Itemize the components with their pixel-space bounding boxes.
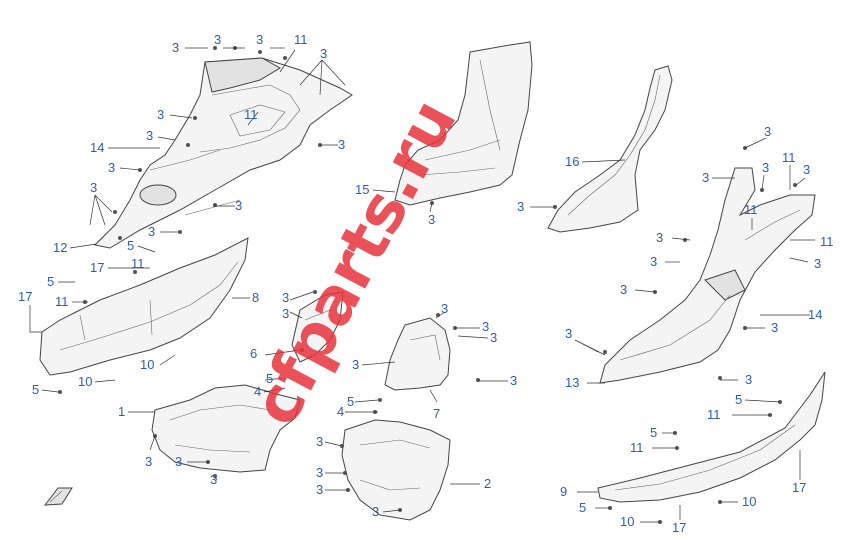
callout-15: 15 <box>355 182 369 197</box>
callout-3: 3 <box>145 454 152 469</box>
callout-5: 5 <box>127 238 134 253</box>
callout-3: 3 <box>146 128 153 143</box>
part-front-left-frame <box>93 57 353 249</box>
callout-4: 4 <box>337 404 344 419</box>
callout-3: 3 <box>148 224 155 239</box>
callout-5: 5 <box>32 382 39 397</box>
part-right-frame <box>599 167 816 384</box>
callout-16: 16 <box>565 154 579 169</box>
callout-3: 3 <box>490 330 497 345</box>
callout-13: 13 <box>565 375 579 390</box>
callout-3: 3 <box>90 180 97 195</box>
part-right-tall-strip <box>547 65 673 233</box>
callout-3: 3 <box>175 454 182 469</box>
callout-3: 3 <box>210 472 217 487</box>
callout-3: 3 <box>282 306 289 321</box>
callout-3: 3 <box>771 320 778 335</box>
callout-10: 10 <box>140 357 154 372</box>
part-center-seat-frame <box>394 41 533 206</box>
callout-3: 3 <box>282 290 289 305</box>
callout-5: 5 <box>266 371 273 386</box>
callout-3: 3 <box>517 199 524 214</box>
callout-3: 3 <box>428 212 435 227</box>
callout-3: 3 <box>235 198 242 213</box>
callout-3: 3 <box>316 465 323 480</box>
callout-3: 3 <box>441 301 448 316</box>
part-lower-center-cover <box>341 419 451 521</box>
callout-3: 3 <box>656 230 663 245</box>
callout-3: 3 <box>482 319 489 334</box>
callout-17: 17 <box>18 289 32 304</box>
callout-3: 3 <box>764 124 771 139</box>
callout-3: 3 <box>172 40 179 55</box>
callout-3: 3 <box>320 46 327 61</box>
leader-lines <box>29 47 815 523</box>
callout-7: 7 <box>433 406 440 421</box>
callout-11: 11 <box>782 150 796 165</box>
callout-8: 8 <box>252 290 259 305</box>
callout-14: 14 <box>808 307 822 322</box>
callout-11: 11 <box>744 202 758 217</box>
callout-1: 1 <box>118 404 125 419</box>
callout-3: 3 <box>565 326 572 341</box>
callout-3: 3 <box>620 282 627 297</box>
callout-3: 3 <box>256 32 263 47</box>
callout-11: 11 <box>820 234 834 249</box>
callout-17: 17 <box>90 260 104 275</box>
part-lower-right-footrest <box>597 371 826 503</box>
callout-5: 5 <box>579 500 586 515</box>
callout-11: 11 <box>244 107 258 122</box>
callout-11: 11 <box>707 407 721 422</box>
callout-3: 3 <box>372 504 379 519</box>
callout-3: 3 <box>650 254 657 269</box>
callout-10: 10 <box>78 374 92 389</box>
callout-6: 6 <box>250 346 257 361</box>
callout-12: 12 <box>53 240 67 255</box>
callout-3: 3 <box>745 372 752 387</box>
callout-3: 3 <box>803 162 810 177</box>
callout-11: 11 <box>630 440 644 455</box>
callout-3: 3 <box>316 434 323 449</box>
callout-10: 10 <box>620 514 634 529</box>
part-center-bracket <box>384 317 451 391</box>
callout-3: 3 <box>214 32 221 47</box>
callout-3: 3 <box>510 373 517 388</box>
part-left-side-panel <box>39 237 249 376</box>
callout-11: 11 <box>55 294 69 309</box>
front-direction-arrow-icon <box>43 487 73 506</box>
callout-14: 14 <box>90 140 104 155</box>
callout-11: 11 <box>294 32 308 47</box>
callout-3: 3 <box>338 137 345 152</box>
callout-3: 3 <box>814 256 821 271</box>
callout-3: 3 <box>762 160 769 175</box>
callout-9: 9 <box>560 484 567 499</box>
callout-labels: 3 3 3 11 3 3 11 3 14 3 3 3 3 3 12 17 5 5… <box>18 32 834 535</box>
callout-5: 5 <box>650 425 657 440</box>
callout-5: 5 <box>47 274 54 289</box>
callout-3: 3 <box>316 482 323 497</box>
callout-2: 2 <box>484 476 491 491</box>
part-lower-left-cover <box>151 384 301 473</box>
callout-3: 3 <box>702 170 709 185</box>
callout-4: 4 <box>254 384 261 399</box>
callout-11: 11 <box>131 256 145 271</box>
callout-10: 10 <box>742 494 756 509</box>
callout-3: 3 <box>108 160 115 175</box>
callout-3: 3 <box>157 107 164 122</box>
callout-17: 17 <box>672 520 686 535</box>
callout-5: 5 <box>735 392 742 407</box>
callout-17: 17 <box>792 480 806 495</box>
callout-3: 3 <box>352 357 359 372</box>
callout-5: 5 <box>347 394 354 409</box>
